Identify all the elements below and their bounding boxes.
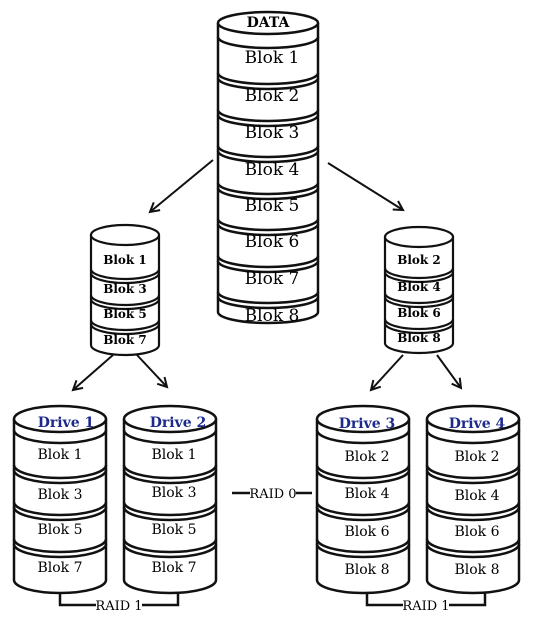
drive-2-block-1: Blok 1 [151, 447, 196, 463]
arrow-right-to-drive-3 [371, 354, 404, 390]
main-data-stack: DATA Blok 1 Blok 2 Blok 3 Blok 4 Blok 5 … [216, 10, 320, 326]
drive-1-block-1: Blok 1 [37, 447, 82, 463]
drive-4-block-4: Blok 4 [454, 488, 499, 504]
drive-4-block-6: Blok 6 [454, 524, 499, 540]
drive-1-block-7: Blok 7 [37, 560, 82, 576]
left-stack-block-1: Blok 1 [103, 253, 147, 267]
arrow-left-to-drive-2 [136, 354, 167, 387]
main-block-6: Blok 6 [245, 232, 300, 252]
split-arrows [150, 159, 403, 212]
left-odd-stack: Blok 1 Blok 3 Blok 5 Blok 7 [89, 223, 161, 357]
main-block-5: Blok 5 [245, 196, 300, 216]
main-block-3: Blok 3 [245, 123, 300, 143]
drive-1-block-3: Blok 3 [37, 487, 82, 503]
drive-2-title: Drive 2 [150, 415, 207, 431]
raid0-label: RAID 0 [249, 487, 296, 502]
raid1-right-bracket: RAID 1 [365, 592, 487, 614]
drive-4-block-2: Blok 2 [454, 449, 499, 465]
mirror-arrows [73, 354, 461, 390]
drive-3-title: Drive 3 [339, 416, 396, 432]
left-stack-block-7: Blok 7 [103, 333, 147, 347]
drive-3-block-4: Blok 4 [344, 486, 389, 502]
main-block-2: Blok 2 [245, 86, 300, 106]
arrow-right-to-drive-4 [436, 354, 461, 388]
drive-2-block-7: Blok 7 [151, 560, 196, 576]
main-block-4: Blok 4 [245, 160, 300, 180]
main-stack-dividers [216, 36, 320, 310]
left-stack-block-5: Blok 5 [103, 307, 147, 321]
right-stack-block-4: Blok 4 [397, 280, 441, 294]
drive-3: Drive 3 Blok 2 Blok 4 Blok 6 Blok 8 [315, 404, 411, 595]
raid0-connector: RAID 0 [232, 487, 312, 502]
right-stack-block-2: Blok 2 [397, 253, 441, 267]
drive-1-title: Drive 1 [38, 415, 95, 431]
right-even-stack: Blok 2 Blok 4 Blok 6 Blok 8 [383, 225, 455, 355]
drive-2-block-5: Blok 5 [151, 522, 196, 538]
drive-1: Drive 1 Blok 1 Blok 3 Blok 5 Blok 7 [12, 404, 108, 595]
right-stack-block-8: Blok 8 [397, 331, 441, 345]
arrow-left-to-drive-1 [73, 354, 114, 390]
arrow-to-right-stack [327, 162, 403, 210]
main-block-8: Blok 8 [245, 306, 300, 326]
drive-3-block-6: Blok 6 [344, 524, 389, 540]
drive-3-block-2: Blok 2 [344, 449, 389, 465]
main-block-1: Blok 1 [245, 48, 300, 68]
drive-4-title: Drive 4 [449, 416, 506, 432]
main-block-7: Blok 7 [245, 269, 300, 289]
drive-1-block-5: Blok 5 [37, 522, 82, 538]
raid1-left-bracket: RAID 1 [58, 592, 180, 614]
main-stack-cap: DATA [216, 10, 320, 325]
raid1-left-label: RAID 1 [95, 599, 142, 614]
raid1-right-label: RAID 1 [402, 599, 449, 614]
drive-4-block-8: Blok 8 [454, 562, 499, 578]
drive-4: Drive 4 Blok 2 Blok 4 Blok 6 Blok 8 [425, 404, 521, 595]
drive-2: Drive 2 Blok 1 Blok 3 Blok 5 Blok 7 [122, 404, 218, 595]
arrow-to-left-stack [150, 159, 214, 212]
drive-3-block-8: Blok 8 [344, 562, 389, 578]
drive-2-block-3: Blok 3 [151, 485, 196, 501]
main-stack-title: DATA [247, 15, 291, 31]
right-stack-block-6: Blok 6 [397, 306, 441, 320]
left-stack-block-3: Blok 3 [103, 282, 147, 296]
